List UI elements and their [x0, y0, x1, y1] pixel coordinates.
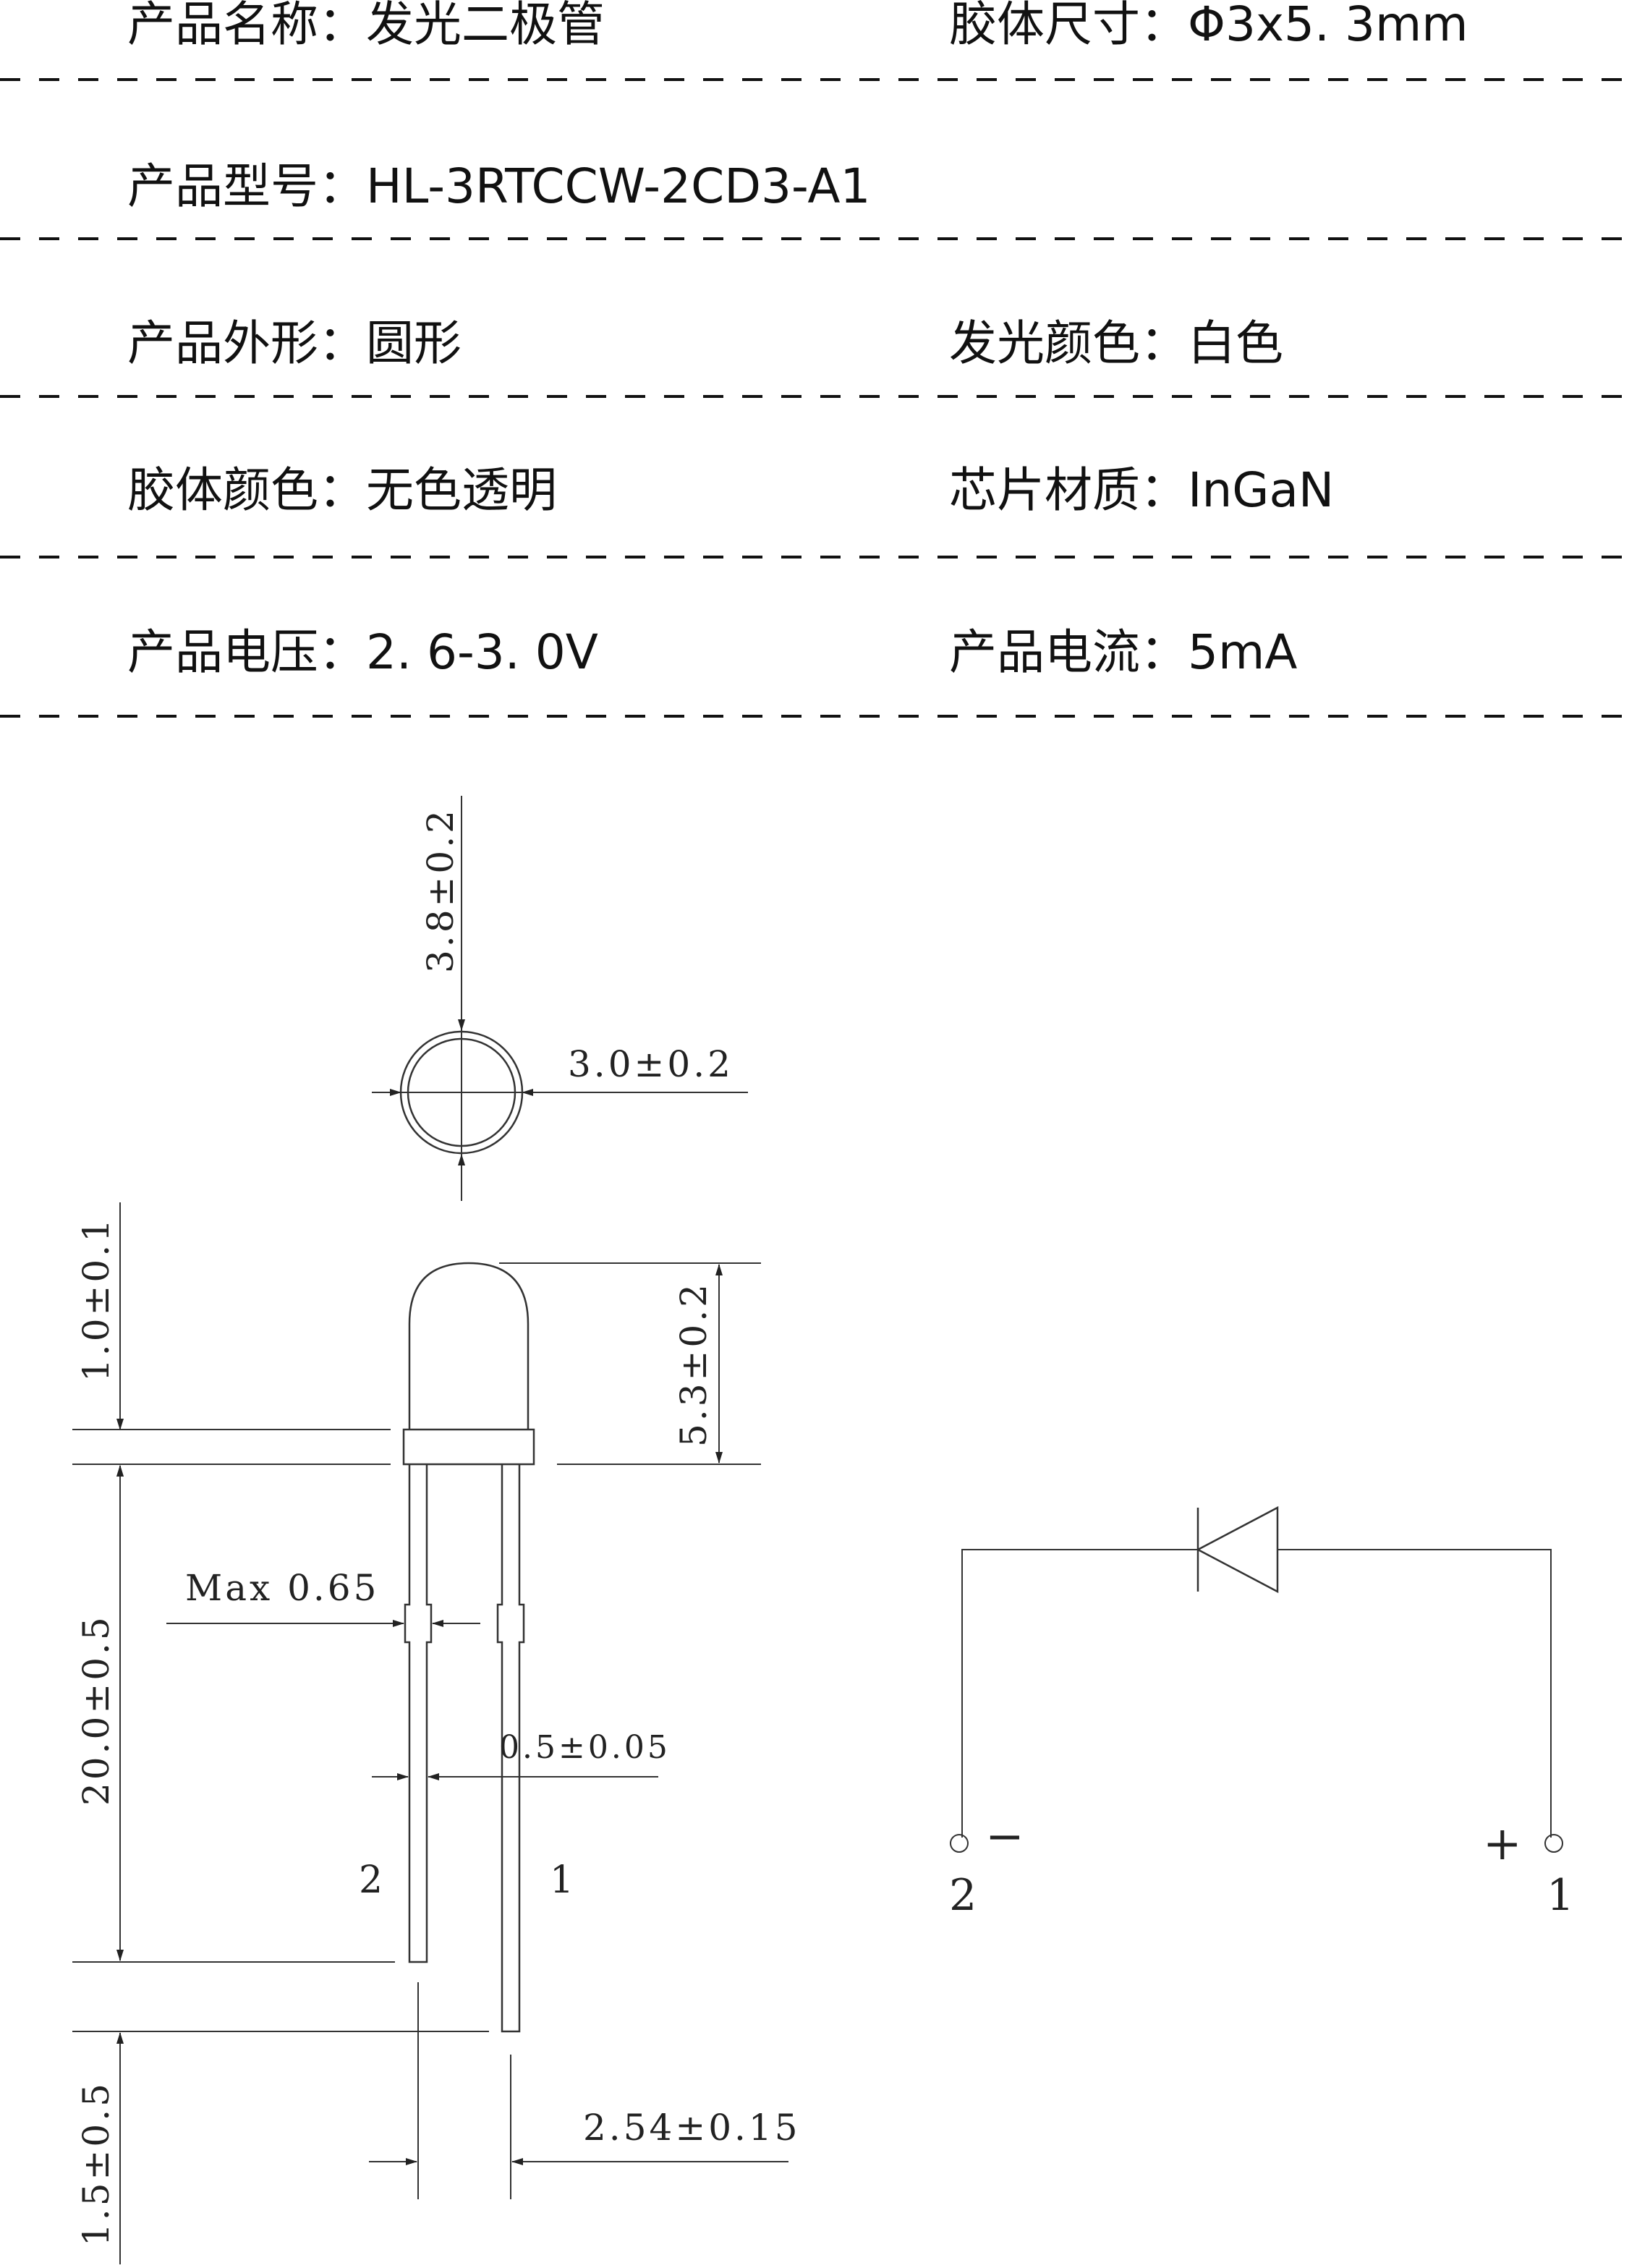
led-lens-body [408, 1262, 530, 1430]
spec-body-color: 胶体颜色：无色透明 [127, 462, 557, 518]
dim-pitch: 2.54±0.15 [583, 2107, 801, 2149]
dim-flange-height: 1.0±0.1 [75, 1216, 117, 1382]
dim-top-height: 3.8±0.2 [420, 807, 462, 973]
symbol-triangle [1196, 1505, 1279, 1594]
side-view-drawing: 1.0±0.1 20.0±0.5 1.5±0.5 5.3±0.2 Max 0.6… [72, 1202, 801, 2264]
spec-current: 产品电流：5mA [949, 624, 1297, 680]
dim-body-height: 5.3±0.2 [673, 1281, 715, 1447]
led-flange [402, 1428, 535, 1466]
spec-emit-color: 发光颜色：白色 [949, 315, 1283, 371]
symbol-terminal-1 [1544, 1834, 1563, 1853]
spec-product-name: 产品名称：发光二极管 [127, 0, 605, 52]
dim-lead-length: 20.0±0.5 [75, 1614, 117, 1806]
dim-top-diameter: 3.0±0.2 [568, 1043, 734, 1085]
spec-model: 产品型号：HL-3RTCCW-2CD3-A1 [127, 158, 871, 214]
diode-symbol: − + 2 1 [949, 1505, 1574, 1921]
spec-chip-material: 芯片材质：InGaN [949, 462, 1334, 518]
dim-lead-width: 0.5±0.05 [499, 1729, 671, 1766]
symbol-pin-2: 2 [949, 1870, 977, 1921]
symbol-terminal-2 [950, 1834, 969, 1853]
symbol-wire-cathode [961, 1549, 1198, 1838]
spec-voltage: 产品电压：2. 6-3. 0V [127, 624, 598, 680]
symbol-plus-sign: + [1483, 1817, 1522, 1871]
symbol-minus-sign: − [985, 1810, 1024, 1864]
spec-shape: 产品外形：圆形 [127, 315, 462, 371]
pin-label-2: 2 [359, 1859, 383, 1902]
dim-max-lead: Max 0.65 [185, 1567, 379, 1609]
spec-table: 产品名称：发光二极管 胶体尺寸：Φ3x5. 3mm 产品型号：HL-3RTCCW… [0, 0, 1637, 718]
lead-pin-2 [404, 1464, 433, 1963]
top-view-drawing: 3.8±0.2 3.0±0.2 [372, 796, 748, 1201]
lead-pin-1 [496, 1464, 525, 2033]
symbol-pin-1: 1 [1547, 1870, 1574, 1921]
dim-lead-offset: 1.5±0.5 [75, 2081, 117, 2246]
pin-label-1: 1 [550, 1859, 574, 1902]
symbol-wire-anode [1277, 1549, 1552, 1838]
spec-body-size: 胶体尺寸：Φ3x5. 3mm [949, 0, 1468, 52]
